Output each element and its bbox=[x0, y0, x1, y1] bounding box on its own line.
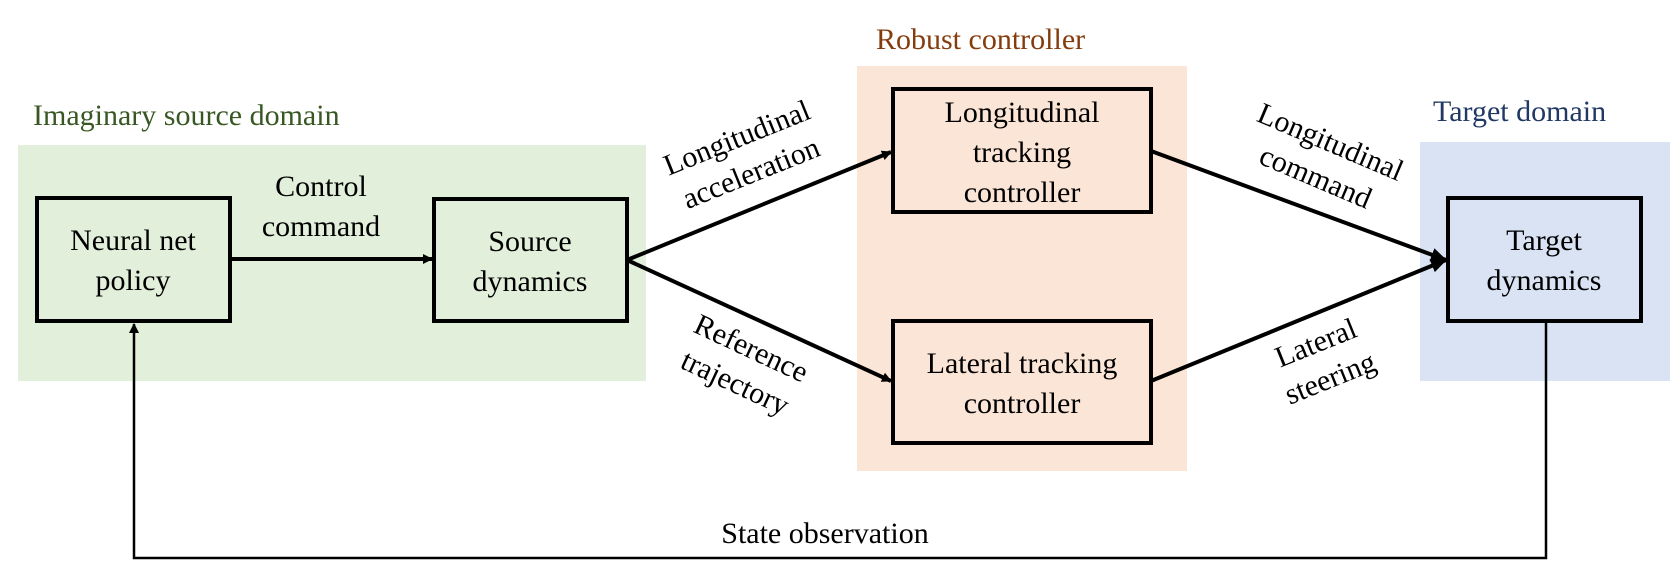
target-dynamics-label-line2: dynamics bbox=[1487, 264, 1602, 297]
source-domain-title: Imaginary source domain bbox=[33, 99, 340, 132]
source-domain-region bbox=[18, 145, 646, 381]
reference-trajectory-arrow bbox=[626, 258, 892, 383]
control-command-label-line2: command bbox=[262, 210, 380, 243]
source-dynamics-label-line2: dynamics bbox=[473, 265, 588, 298]
longitudinal-controller-label-line1: Longitudinal bbox=[945, 96, 1100, 129]
lateral-controller-box bbox=[891, 319, 1153, 445]
lateral-steering-arrow bbox=[1150, 258, 1447, 383]
longitudinal-acceleration-arrow bbox=[626, 150, 892, 262]
control-command-label-line1: Control bbox=[275, 170, 367, 203]
longitudinal-controller-box bbox=[891, 87, 1153, 214]
robust-controller-title: Robust controller bbox=[876, 23, 1085, 56]
robust-controller-region bbox=[857, 66, 1187, 471]
source-dynamics-label-line1: Source bbox=[488, 225, 571, 258]
target-dynamics-label-line1: Target bbox=[1506, 224, 1582, 257]
longitudinal-controller-label-line3: controller bbox=[964, 176, 1081, 209]
lateral-controller-label-line1: Lateral tracking bbox=[927, 347, 1118, 380]
target-domain-title: Target domain bbox=[1433, 95, 1606, 128]
longitudinal-controller-label-line2: tracking bbox=[973, 136, 1071, 169]
lateral-controller-label-line2: controller bbox=[964, 387, 1081, 420]
state-observation-feedback-arrow bbox=[129, 321, 1548, 560]
target-dynamics-box bbox=[1446, 196, 1643, 323]
state-observation-label: State observation bbox=[721, 517, 928, 550]
longitudinal-command-arrow bbox=[1150, 149, 1447, 262]
neural-net-policy-label-line2: policy bbox=[96, 264, 171, 297]
neural-net-policy-label-line1: Neural net bbox=[70, 224, 196, 257]
